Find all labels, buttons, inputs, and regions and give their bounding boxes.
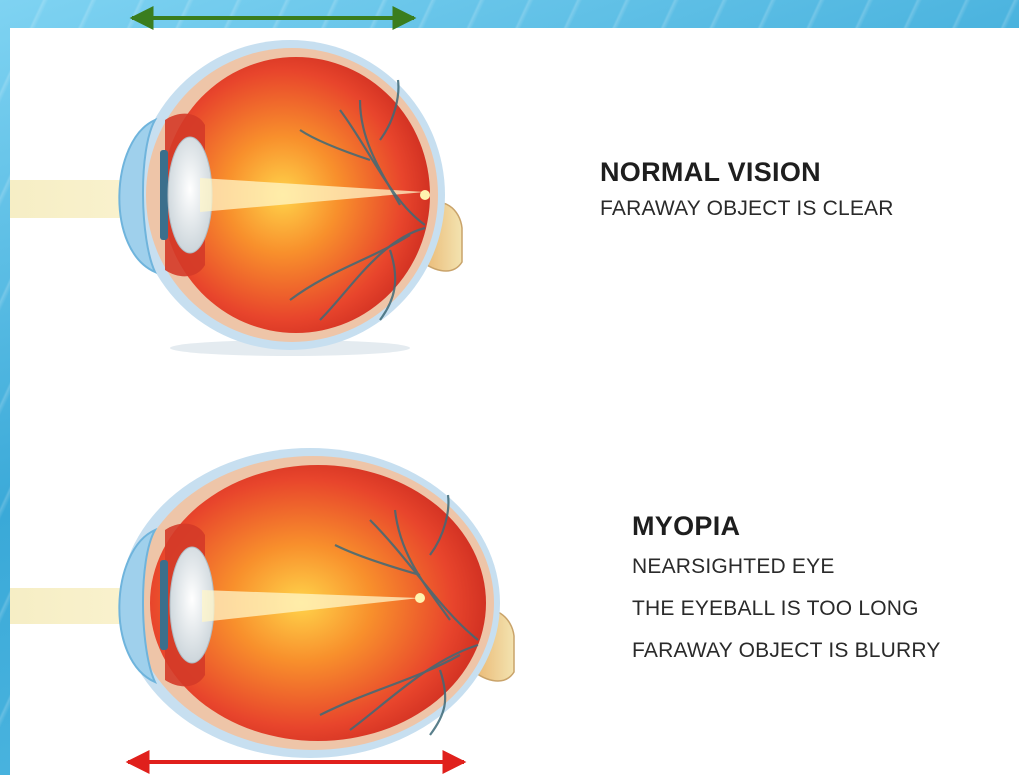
normal-eye: [10, 40, 462, 356]
iris: [160, 560, 168, 650]
myopia-line-2: THE EYEBALL IS TOO LONG: [632, 588, 941, 630]
focal-point: [420, 190, 430, 200]
iris: [160, 150, 168, 240]
normal-vision-line-1: FARAWAY OBJECT IS CLEAR: [600, 192, 894, 226]
myopic-eye: [10, 448, 514, 758]
myopia-title: MYOPIA: [632, 506, 941, 546]
normal-vision-label: NORMAL VISION FARAWAY OBJECT IS CLEAR: [600, 152, 894, 226]
focal-point: [415, 593, 425, 603]
normal-vision-title: NORMAL VISION: [600, 152, 894, 192]
myopia-label: MYOPIA NEARSIGHTED EYE THE EYEBALL IS TO…: [632, 506, 941, 672]
myopia-line-1: NEARSIGHTED EYE: [632, 546, 941, 588]
myopia-line-3: FARAWAY OBJECT IS BLURRY: [632, 630, 941, 672]
